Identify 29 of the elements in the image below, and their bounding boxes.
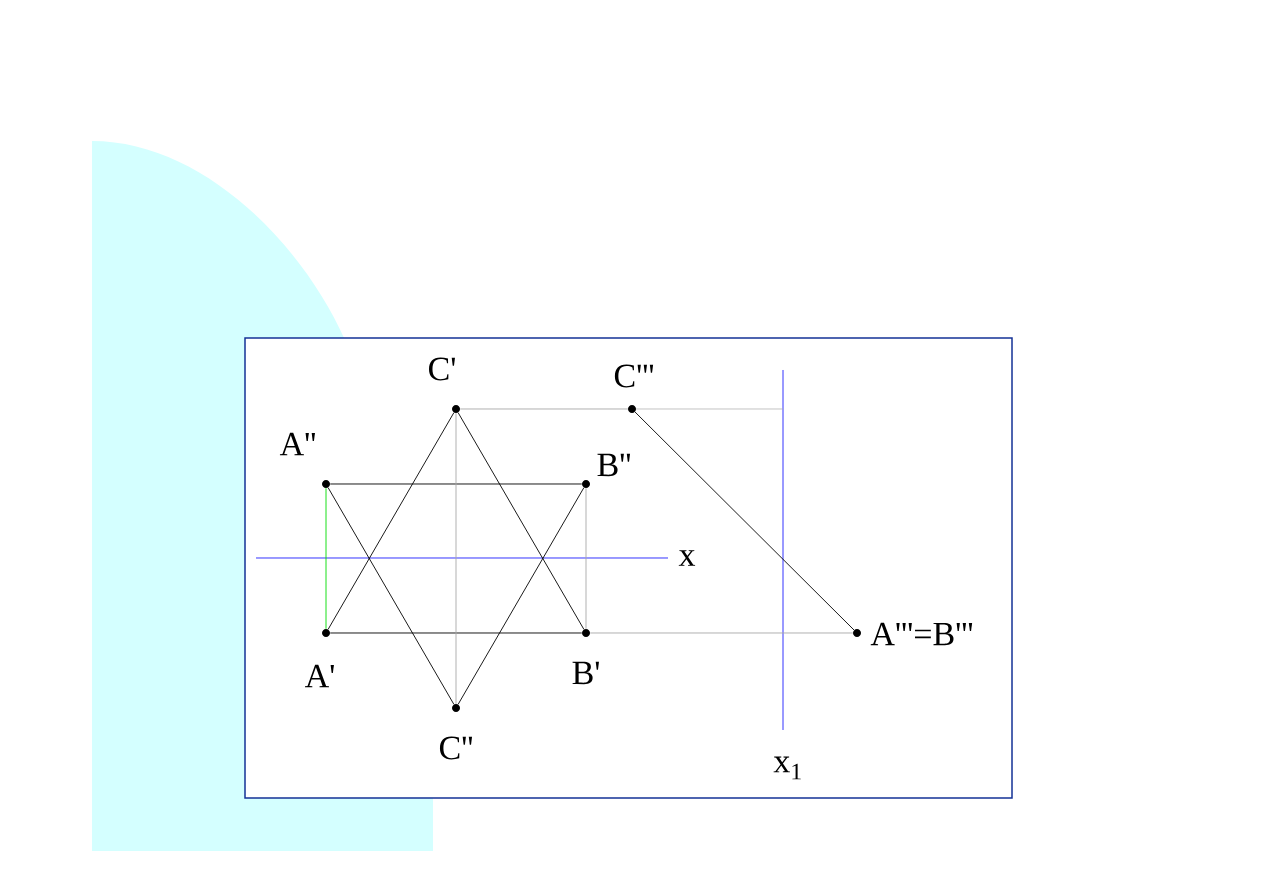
node-label: B': [572, 661, 599, 685]
node-label: C': [429, 357, 455, 381]
point: A'': [279, 432, 330, 488]
line-segment: [457, 412, 585, 630]
node-label: A'': [279, 432, 315, 456]
point: A'''=B''': [853, 622, 973, 646]
point: B'': [582, 453, 631, 488]
line-segment: [457, 487, 585, 705]
projection-line: [459, 408, 629, 410]
node-label: B'': [597, 453, 631, 477]
point: B': [572, 629, 599, 685]
line-segment: [634, 411, 855, 631]
point: A': [305, 629, 334, 688]
projection-line: [585, 487, 587, 630]
line-segment: [327, 412, 455, 630]
line-segment: [327, 487, 455, 705]
axis-label: x$_{1}$: [773, 756, 801, 780]
node-label: A': [305, 664, 334, 688]
projection-line: [455, 412, 457, 705]
point: C''': [614, 364, 654, 413]
node-label: C''': [614, 364, 654, 388]
projection-line: [325, 487, 327, 630]
projection-line: [589, 632, 854, 634]
line-segment: [329, 483, 583, 485]
point: C'': [439, 704, 473, 760]
line-segment: [329, 632, 583, 634]
axis-label: x: [678, 550, 696, 566]
node-label: C'': [439, 736, 473, 760]
point: C': [429, 357, 460, 413]
